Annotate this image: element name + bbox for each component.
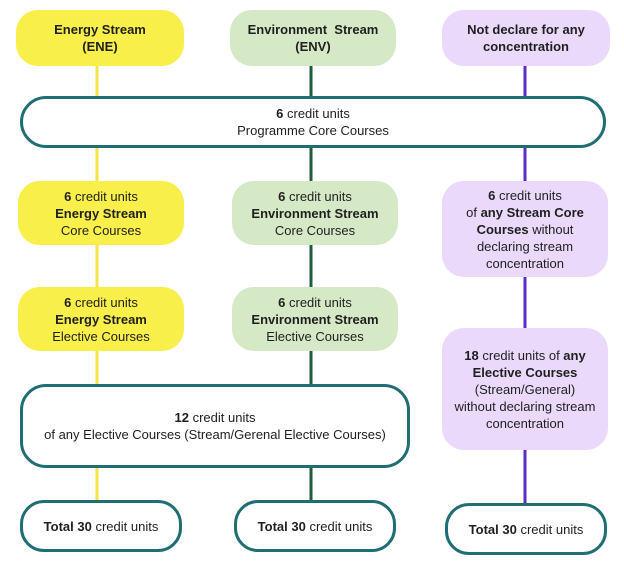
environment-total-box: Total 30 credit units xyxy=(234,500,396,552)
energy-stream-header: Energy Stream (ENE) xyxy=(16,10,184,66)
shared-elective-box: 12 credit units of any Elective Courses … xyxy=(20,384,410,468)
environment-stream-header: Environment Stream (ENV) xyxy=(230,10,396,66)
no-concentration-total-box: Total 30 credit units xyxy=(445,503,607,555)
environment-elective-box: 6 credit units Environment Stream Electi… xyxy=(232,287,398,351)
programme-core-box: 6 credit units Programme Core Courses xyxy=(20,96,606,148)
no-concentration-elective-box: 18 credit units of any Elective Courses … xyxy=(442,328,608,450)
energy-total-box: Total 30 credit units xyxy=(20,500,182,552)
energy-elective-box: 6 credit units Energy Stream Elective Co… xyxy=(18,287,184,351)
no-concentration-core-box: 6 credit units of any Stream Core Course… xyxy=(442,181,608,277)
energy-core-box: 6 credit units Energy Stream Core Course… xyxy=(18,181,184,245)
environment-core-box: 6 credit units Environment Stream Core C… xyxy=(232,181,398,245)
no-concentration-header: Not declare for any concentration xyxy=(442,10,610,66)
